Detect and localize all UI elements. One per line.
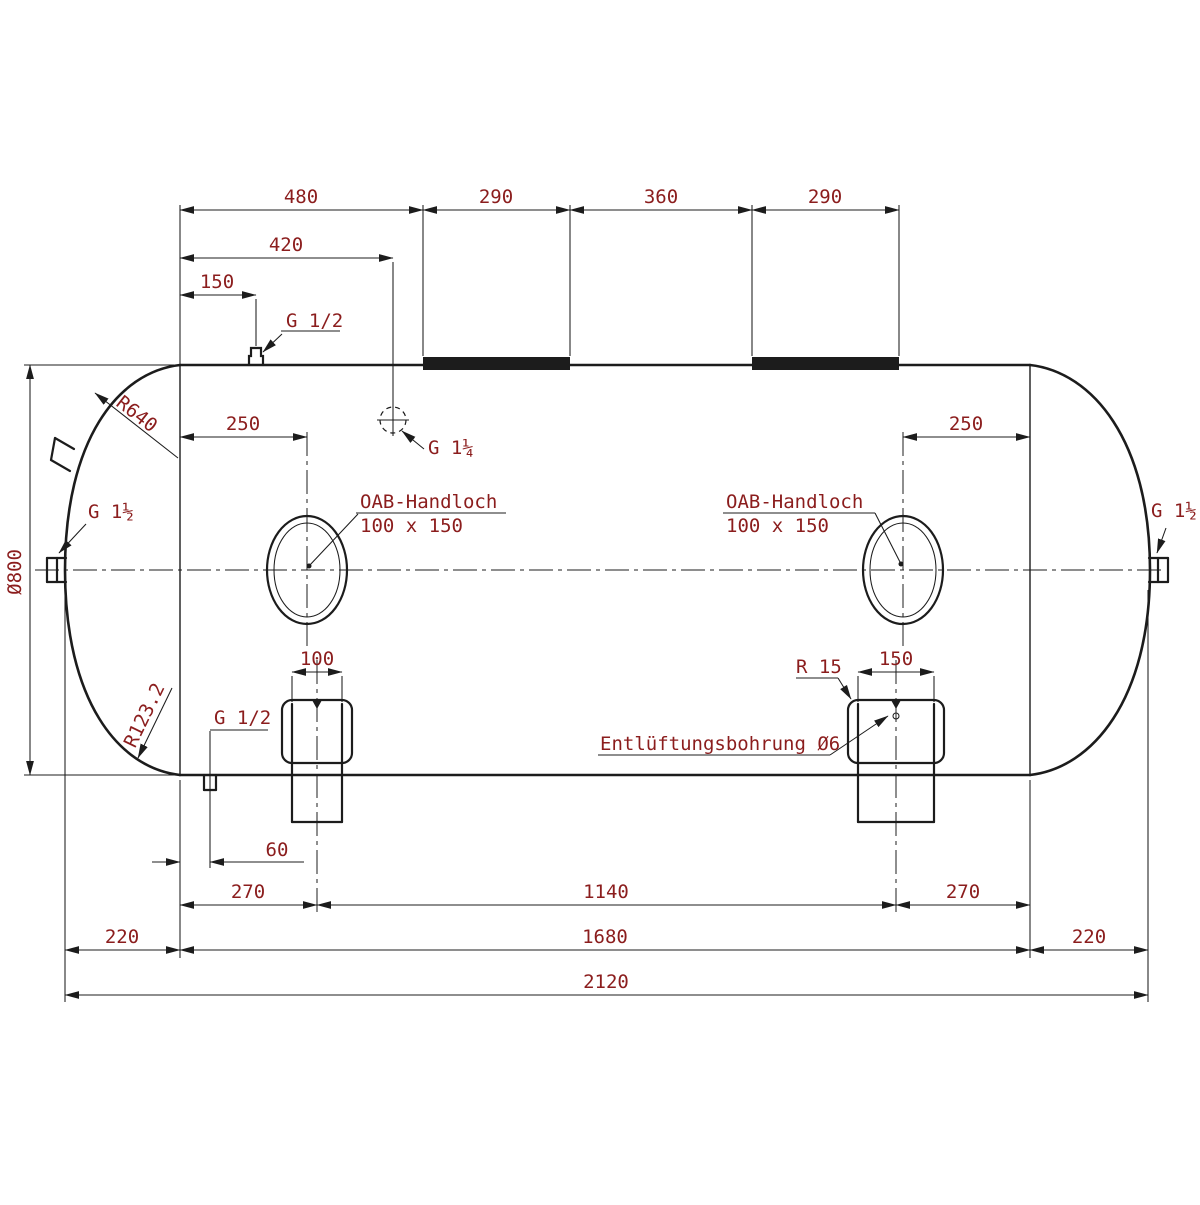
dim-100-leg-label: 100	[300, 648, 334, 670]
label-g112-left: G 1½	[88, 501, 134, 523]
leader-lines	[58, 330, 1167, 759]
dim-290-right-label: 290	[808, 186, 842, 208]
mounting-pads	[423, 357, 899, 370]
label-r15: R 15	[796, 656, 842, 678]
handhole-left	[265, 514, 349, 626]
label-handhole-left-size: 100 x 150	[360, 515, 463, 537]
dim-250-right-label: 250	[949, 413, 983, 435]
dim-360-label: 360	[644, 186, 678, 208]
label-r640: R640	[112, 392, 162, 438]
label-g12-top: G 1/2	[286, 310, 343, 332]
dim-270-right-label: 270	[946, 881, 980, 903]
dimension-texts: 480 290 360 290 420 150 250 250 100 150 …	[4, 186, 1106, 993]
label-g114: G 1¼	[428, 437, 474, 459]
vent-hole	[892, 712, 900, 720]
dim-1140-label: 1140	[583, 881, 629, 903]
nozzle-g12-top	[247, 346, 265, 367]
left-head	[63, 363, 182, 777]
support-leg-left	[280, 698, 354, 824]
label-handhole-right-size: 100 x 150	[726, 515, 829, 537]
label-handhole-right-title: OAB-Handloch	[726, 491, 863, 513]
label-vent: Entlüftungsbohrung Ø6	[600, 733, 840, 755]
support-leg-right	[846, 698, 946, 824]
right-head	[1028, 363, 1152, 777]
dim-220-right-label: 220	[1072, 926, 1106, 948]
dim-420-label: 420	[269, 234, 303, 256]
nozzle-g112-right	[1147, 556, 1170, 584]
label-g12-drain: G 1/2	[214, 707, 271, 729]
dim-1680-label: 1680	[582, 926, 628, 948]
tank-shell	[63, 363, 1152, 777]
dim-480-label: 480	[284, 186, 318, 208]
dim-220-left-label: 220	[105, 926, 139, 948]
extension-lines	[24, 205, 1149, 1002]
label-r123: R123.2	[120, 680, 170, 751]
centerlines	[35, 432, 1165, 912]
dim-290-left-label: 290	[479, 186, 513, 208]
dimension-lines	[26, 206, 1149, 999]
label-g112-right: G 1½	[1151, 500, 1197, 522]
dim-270-left-label: 270	[231, 881, 265, 903]
dim-250-left-label: 250	[226, 413, 260, 435]
dim-2120-label: 2120	[583, 971, 629, 993]
dim-150-leg-label: 150	[879, 648, 913, 670]
head-boss	[49, 436, 76, 473]
dim-150-label: 150	[200, 271, 234, 293]
label-handhole-left-title: OAB-Handloch	[360, 491, 497, 513]
dim-60-label: 60	[266, 839, 289, 861]
dim-dia800-label: Ø800	[4, 549, 26, 595]
nozzle-g112-left	[45, 556, 68, 584]
